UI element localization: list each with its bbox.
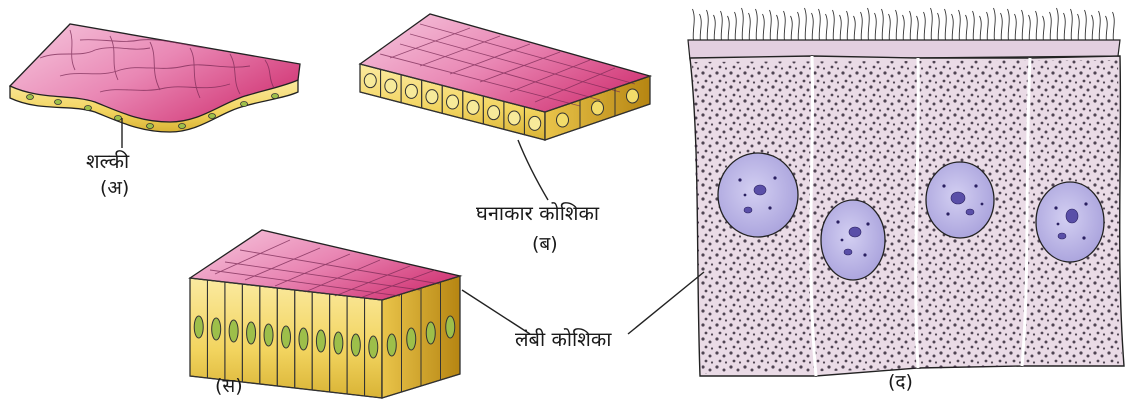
- cilium: [910, 11, 912, 44]
- squamous-label: शल्की: [86, 149, 130, 173]
- cilium: [1113, 12, 1115, 44]
- cilium: [1071, 9, 1073, 44]
- columnar-nucleus: [194, 316, 203, 338]
- cilium: [987, 12, 989, 44]
- cilium: [1050, 12, 1052, 44]
- columnar-nucleus: [334, 332, 343, 354]
- columnar-caption: (स): [215, 375, 243, 397]
- cilium: [1057, 8, 1059, 44]
- columnar-nucleus: [229, 320, 238, 342]
- cuboidal-label: घनाकार कोशिका: [476, 201, 600, 225]
- cuboidal-nucleus: [385, 79, 397, 93]
- columnar-nucleus: [446, 316, 455, 338]
- cuboidal-nucleus: [488, 106, 500, 120]
- columnar-nucleus: [387, 334, 396, 356]
- cuboidal-nucleus: [447, 95, 459, 109]
- cilium: [896, 10, 898, 44]
- squamous-epithelium: शल्की (अ): [10, 24, 300, 199]
- cuboidal-nucleus: [529, 116, 541, 130]
- cilium: [847, 11, 849, 44]
- columnar-nucleus: [212, 318, 221, 340]
- cilium: [721, 11, 723, 44]
- cilium: [693, 9, 695, 44]
- cuboidal-nucleus: [627, 89, 639, 103]
- cilium: [931, 8, 933, 44]
- cilium: [945, 9, 947, 44]
- columnar-nucleus: [316, 330, 325, 352]
- ciliated-epithelium: (द): [628, 8, 1124, 393]
- columnar-nucleus: [426, 322, 435, 344]
- cuboidal-nucleus: [557, 113, 569, 127]
- cilium: [938, 13, 940, 44]
- columnar-nucleus: [299, 328, 308, 350]
- cilium: [707, 10, 709, 44]
- cilium: [756, 9, 758, 44]
- cilium: [973, 11, 975, 44]
- cilium: [1064, 13, 1066, 44]
- cuboidal-nucleus: [364, 74, 376, 88]
- cilium: [994, 8, 996, 44]
- cilium: [882, 9, 884, 44]
- columnar-nucleus: [282, 326, 291, 348]
- squamous-caption: (अ): [100, 177, 129, 199]
- columnar-nucleus: [247, 322, 256, 344]
- cilium: [959, 10, 961, 44]
- ciliated-caption: (द): [888, 371, 913, 393]
- cilium: [735, 12, 737, 44]
- cilium: [1008, 9, 1010, 44]
- cilium: [875, 13, 877, 44]
- cuboidal-nucleus: [405, 84, 417, 98]
- cilium: [742, 8, 744, 44]
- cilia: [693, 8, 1115, 44]
- cilium: [1099, 11, 1101, 44]
- cuboidal-nucleus: [426, 90, 438, 104]
- cilium: [784, 11, 786, 44]
- cilium: [1022, 10, 1024, 44]
- columnar-nucleus: [264, 324, 273, 346]
- cilium: [749, 13, 751, 44]
- cilium: [868, 8, 870, 44]
- cilium: [861, 12, 863, 44]
- cilium: [819, 9, 821, 44]
- cuboidal-nucleus: [467, 100, 479, 114]
- columnar-label: लंबी कोशिका: [515, 327, 612, 351]
- cilium: [833, 10, 835, 44]
- cuboidal-nucleus: [508, 111, 520, 125]
- cilium: [798, 12, 800, 44]
- cilium: [805, 8, 807, 44]
- columnar-nucleus: [351, 334, 360, 356]
- cilium: [812, 13, 814, 44]
- cilium: [924, 12, 926, 44]
- columnar-epithelium: लंबी कोशिका (स): [190, 230, 612, 398]
- cuboidal-caption: (ब): [532, 233, 558, 255]
- cilium: [1001, 13, 1003, 44]
- columnar-nucleus: [369, 336, 378, 358]
- cuboidal-nucleus: [592, 101, 604, 115]
- columnar-nucleus: [407, 328, 416, 350]
- cilium: [1085, 10, 1087, 44]
- cuboidal-epithelium: घनाकार कोशिका (ब): [360, 14, 650, 255]
- cilium: [1036, 11, 1038, 44]
- cilium: [770, 10, 772, 44]
